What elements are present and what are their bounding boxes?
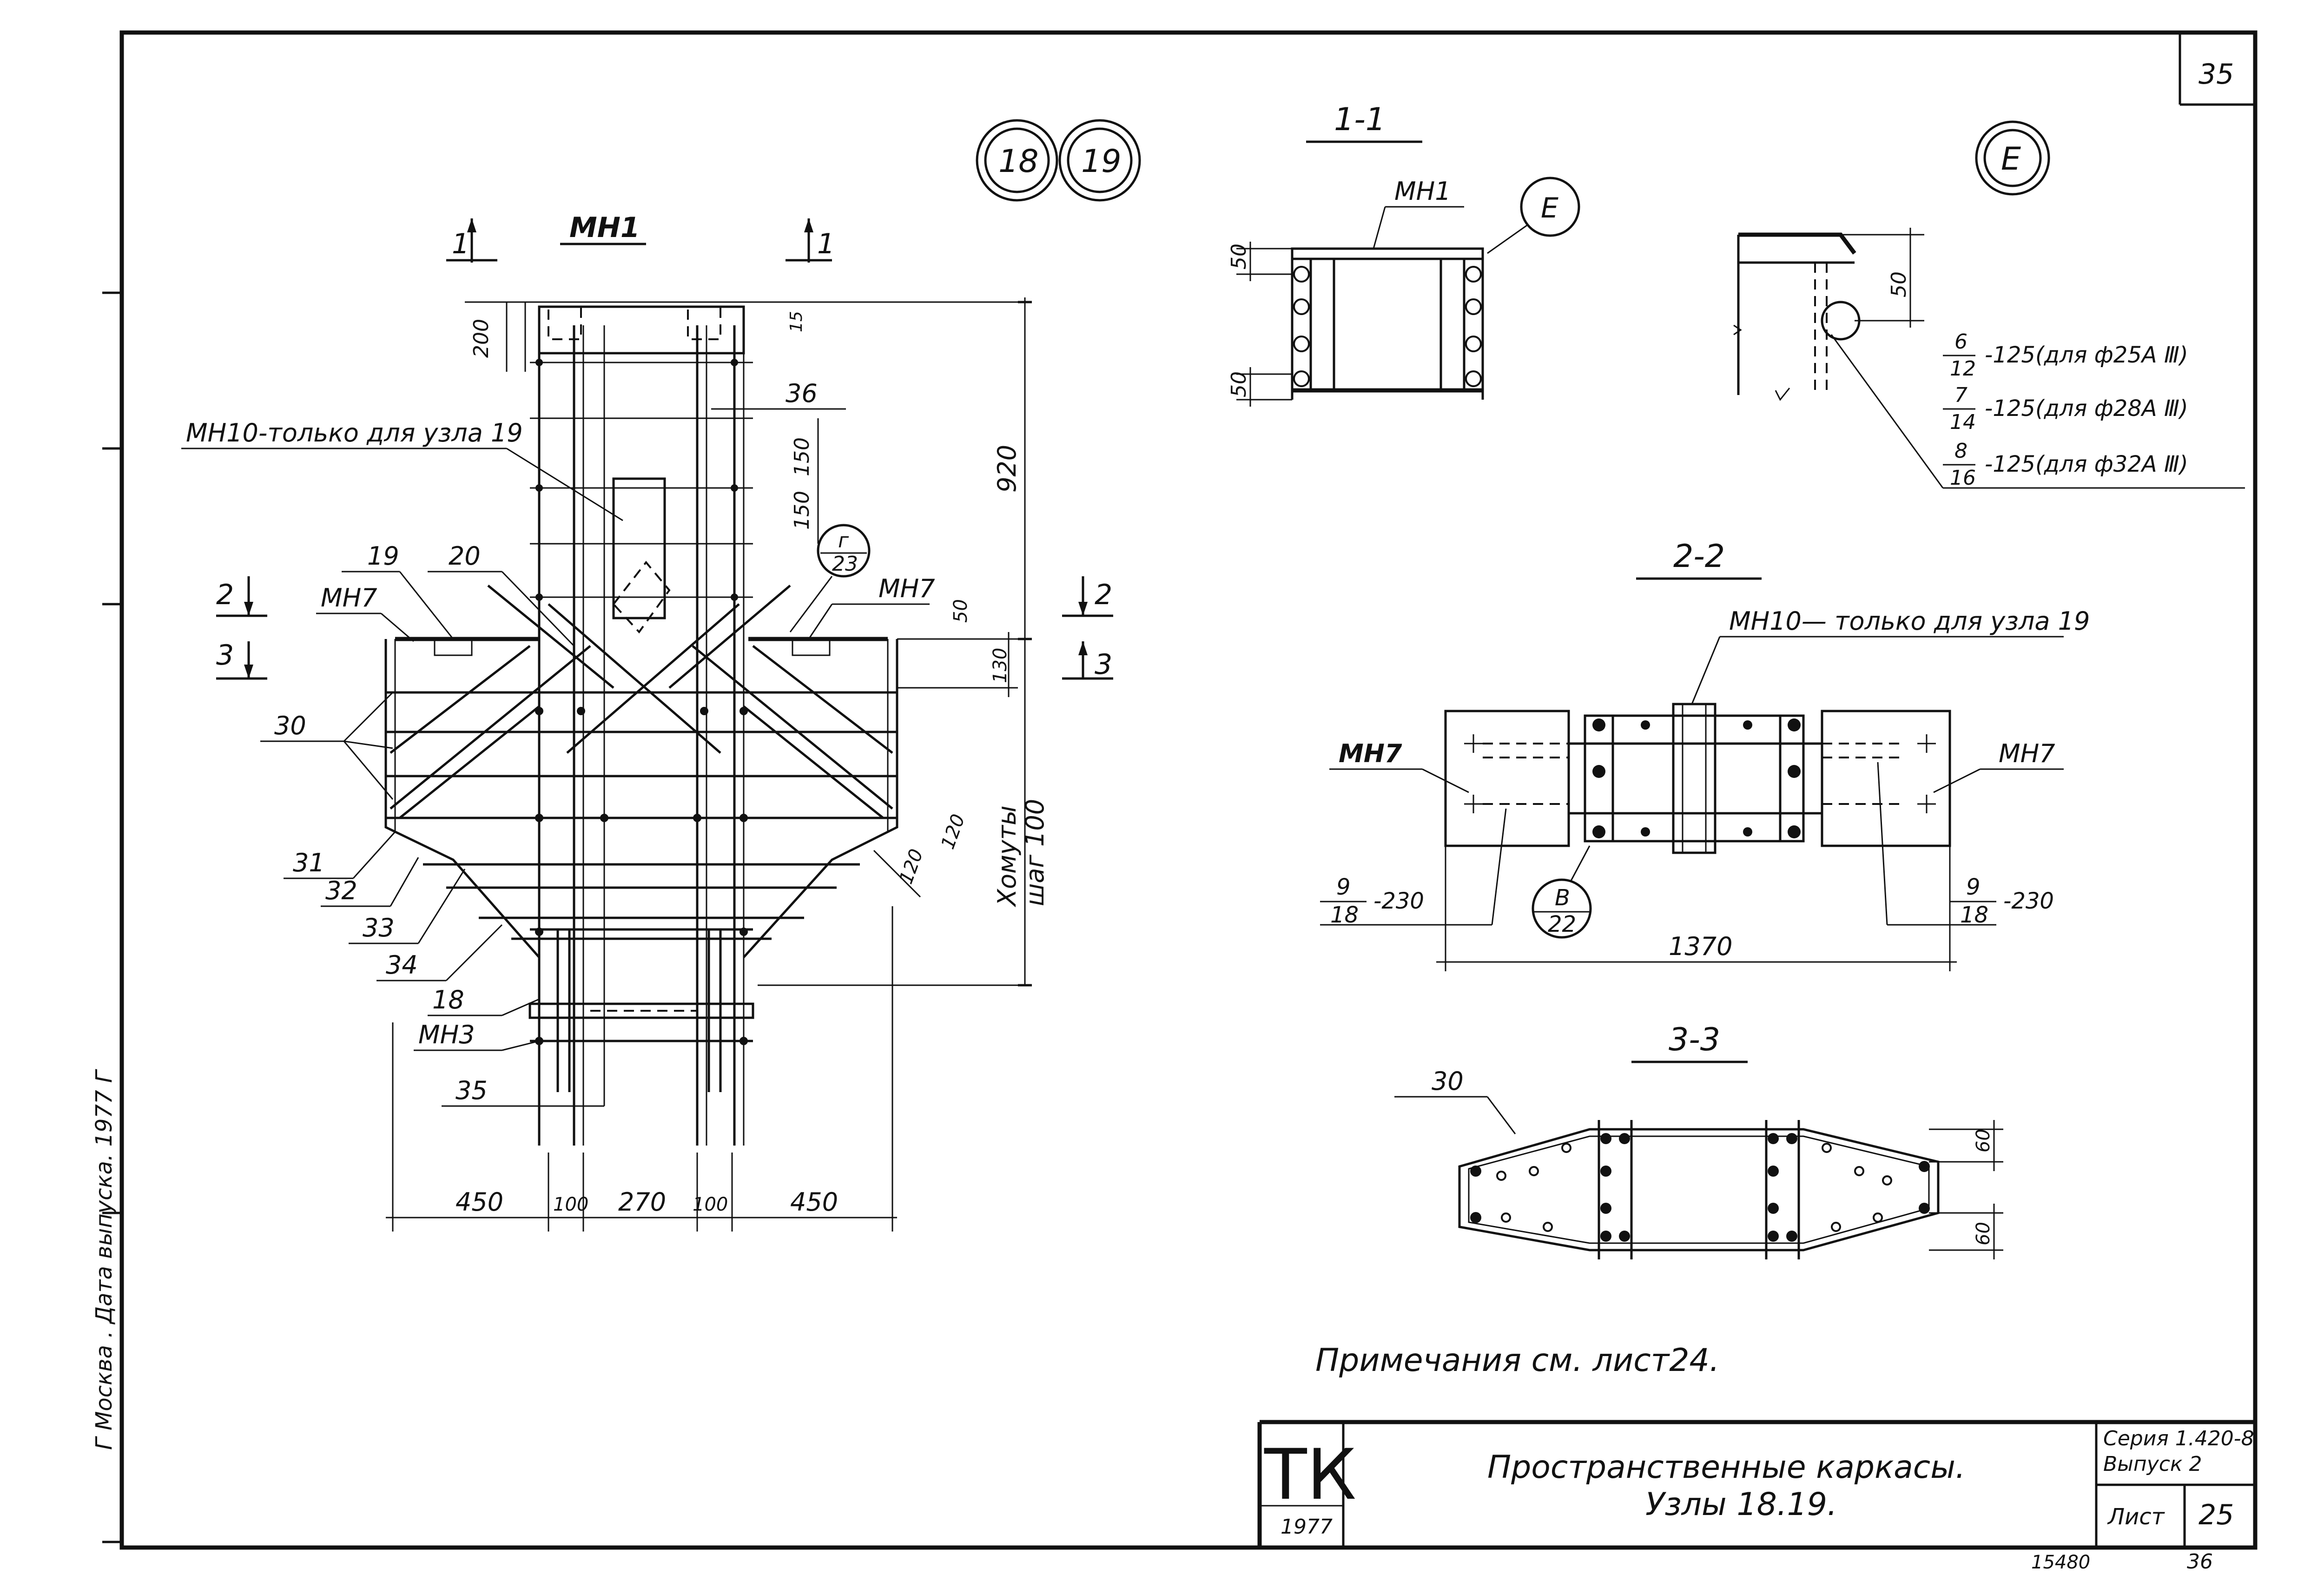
title-block: ТК 1977 Пространственные каркасы. Узлы 1… xyxy=(1257,1420,2255,1574)
section-1-1-dim-bottom: 50 xyxy=(1227,371,1251,397)
section-1-1-title: 1-1 xyxy=(1334,101,1386,138)
top-embedded-label: МН1 xyxy=(569,211,640,244)
dim-bottom-100-right: 100 xyxy=(693,1194,728,1215)
dim-bottom-100-left: 100 xyxy=(553,1194,588,1215)
section-1-1-mark: МН1 xyxy=(1394,177,1451,206)
section-2-2: 2-2 МН10— только для узла 19 xyxy=(1320,538,2090,971)
node-label-18: 18 xyxy=(998,143,1039,180)
callout-mn3: МН3 xyxy=(418,1020,475,1049)
dim-15: 15 xyxy=(787,311,806,332)
section-3-3-callout: 30 xyxy=(1432,1067,1464,1096)
detail-e-row2-text: -125(для ф28А Ⅲ) xyxy=(1985,395,2188,422)
title-block-title-1: Пространственные каркасы. xyxy=(1487,1449,1966,1486)
section-2-2-dim: 1370 xyxy=(1669,932,1732,961)
section-3-3-title: 3-3 xyxy=(1669,1021,1720,1058)
section-2-2-right-len: -230 xyxy=(2003,888,2054,914)
callout-31: 31 xyxy=(293,848,325,877)
dim-150-upper: 150 xyxy=(790,437,814,476)
detail-e-title: Е xyxy=(2001,141,2021,178)
section-2-2-right-num: 9 xyxy=(1966,874,1981,900)
detail-e: Е 50 6 12 -125(для ф25А Ⅲ) 7 14 -125(для… xyxy=(1733,120,2245,490)
title-block-logo: ТК xyxy=(1264,1435,1356,1515)
node-circles: 18 19 xyxy=(976,119,1141,202)
cut-mark-1-left: 1 xyxy=(452,228,469,260)
dim-50: 50 xyxy=(950,599,971,623)
section-2-2-mn7-right: МН7 xyxy=(1999,739,2055,768)
section-2-2-title: 2-2 xyxy=(1673,538,1725,575)
callout-mn7-right: МН7 xyxy=(878,574,935,603)
title-block-issue: Выпуск 2 xyxy=(2103,1452,2202,1476)
detail-e-row1-num: 6 xyxy=(1954,330,1967,354)
detail-e-row2-den: 14 xyxy=(1950,410,1976,434)
section-2-2-right-den: 18 xyxy=(1960,902,1988,928)
callout-35: 35 xyxy=(456,1076,488,1105)
stirrups-note-1: Хомуты xyxy=(992,805,1022,908)
sheet-frame: 35 Г Москва . Дата выпуска. 1977 Г xyxy=(91,30,2258,1550)
dim-120-a: 120 xyxy=(895,846,927,887)
section-1-1: 1-1 МН1 Е 50 50 xyxy=(1227,101,1580,407)
section-2-2-left-den: 18 xyxy=(1330,902,1359,928)
section-2-2-left-num: 9 xyxy=(1336,874,1351,900)
cut-mark-2-right: 2 xyxy=(1095,579,1112,611)
ref-mark-top: г xyxy=(838,529,849,553)
title-block-title-2: Узлы 18.19. xyxy=(1645,1486,1837,1523)
title-block-sheet-number: 25 xyxy=(2199,1499,2234,1531)
margin-stamp-text: Г Москва . Дата выпуска. 1977 Г xyxy=(91,1069,117,1450)
title-block-sub-number: 36 xyxy=(2187,1550,2213,1574)
stirrups-note-2: шаг 100 xyxy=(1020,799,1050,906)
section-2-2-ref-top: В xyxy=(1555,885,1570,911)
cut-mark-1-right: 1 xyxy=(817,228,835,260)
callout-32: 32 xyxy=(325,876,357,905)
dim-bottom-450-left: 450 xyxy=(456,1187,503,1217)
main-view: 1 1 МН1 xyxy=(181,211,1113,1232)
dim-bottom-450-right: 450 xyxy=(790,1187,838,1217)
section-3-3: 3-3 30 60 60 xyxy=(1394,1021,2003,1259)
detail-e-row3-text: -125(для ф32А Ⅲ) xyxy=(1985,451,2188,477)
detail-e-row1-den: 12 xyxy=(1950,357,1976,381)
section-3-3-dim-top: 60 xyxy=(1973,1129,1994,1153)
section-1-1-ref: Е xyxy=(1541,192,1558,224)
title-block-year: 1977 xyxy=(1281,1515,1333,1539)
detail-e-dim: 50 xyxy=(1887,271,1911,297)
detail-e-row1-text: -125(для ф25А Ⅲ) xyxy=(1985,342,2188,368)
section-2-2-mn10: МН10— только для узла 19 xyxy=(1729,606,2090,636)
page-corner-number: 35 xyxy=(2199,58,2234,91)
detail-e-row2-num: 7 xyxy=(1954,383,1967,407)
title-block-doc-number: 15480 xyxy=(2031,1552,2090,1573)
section-1-1-dim-top: 50 xyxy=(1227,244,1251,270)
notes-text: Примечания см. лист24. xyxy=(1315,1342,1719,1379)
callout-mn10-note: МН10-только для узла 19 xyxy=(186,418,523,448)
dim-130: 130 xyxy=(990,648,1011,683)
title-block-sheet-label: Лист xyxy=(2107,1504,2166,1530)
dim-200: 200 xyxy=(469,319,493,358)
cut-mark-2-left: 2 xyxy=(216,579,234,611)
ref-mark-bottom: 23 xyxy=(832,552,858,576)
node-label-19: 19 xyxy=(1081,143,1122,180)
detail-e-row3-num: 8 xyxy=(1954,439,1967,463)
callout-18: 18 xyxy=(432,985,464,1014)
section-2-2-mn7-left: МН7 xyxy=(1339,739,1402,768)
callout-33: 33 xyxy=(363,913,395,942)
dim-150-lower: 150 xyxy=(790,491,814,530)
section-2-2-left-len: -230 xyxy=(1373,888,1424,914)
callout-19: 19 xyxy=(367,541,399,571)
callout-34: 34 xyxy=(386,950,418,980)
cut-mark-3-right: 3 xyxy=(1095,648,1112,681)
callout-20: 20 xyxy=(449,541,481,571)
section-2-2-ref-bottom: 22 xyxy=(1548,911,1576,937)
callout-36: 36 xyxy=(786,379,818,408)
dim-920: 920 xyxy=(992,445,1022,493)
dim-120-b: 120 xyxy=(937,811,969,852)
dim-bottom-270: 270 xyxy=(618,1187,666,1217)
section-3-3-dim-bottom: 60 xyxy=(1973,1222,1994,1245)
title-block-series: Серия 1.420-8 xyxy=(2103,1427,2254,1450)
cut-mark-3-left: 3 xyxy=(216,639,234,672)
callout-mn7-left: МН7 xyxy=(321,583,377,613)
callout-30-main: 30 xyxy=(274,711,306,740)
detail-e-row3-den: 16 xyxy=(1950,466,1976,490)
